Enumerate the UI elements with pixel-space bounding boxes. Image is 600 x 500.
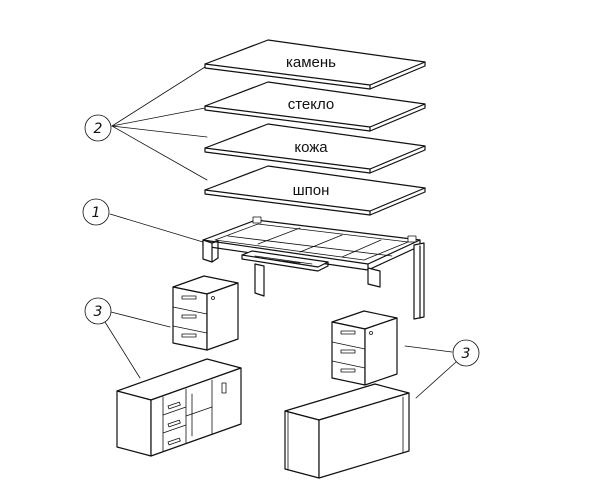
panel-stone: камень	[204, 39, 426, 90]
callout-3-right: 3	[404, 339, 480, 399]
panel-label-stone: камень	[286, 54, 336, 71]
panel-label-veneer: шпон	[293, 182, 330, 199]
callout-3-left: 3	[84, 297, 171, 379]
panel-veneer: шпон	[204, 165, 426, 216]
callout-2: 2	[84, 66, 208, 181]
credenza-right	[284, 383, 410, 479]
callout-number-3-left: 3	[94, 304, 103, 320]
pedestal-left	[172, 275, 239, 351]
desk-frame: 1	[82, 198, 425, 320]
callout-number-2: 2	[94, 121, 103, 137]
callout-number-3-right: 3	[462, 346, 471, 362]
callout-number-1: 1	[92, 205, 101, 221]
panel-label-glass: стекло	[288, 96, 335, 113]
pedestal-right	[331, 310, 398, 386]
credenza-left	[116, 358, 242, 457]
panel-leather: кожа	[204, 123, 426, 174]
panel-label-leather: кожа	[294, 139, 328, 156]
panel-glass: стекло	[204, 81, 426, 132]
